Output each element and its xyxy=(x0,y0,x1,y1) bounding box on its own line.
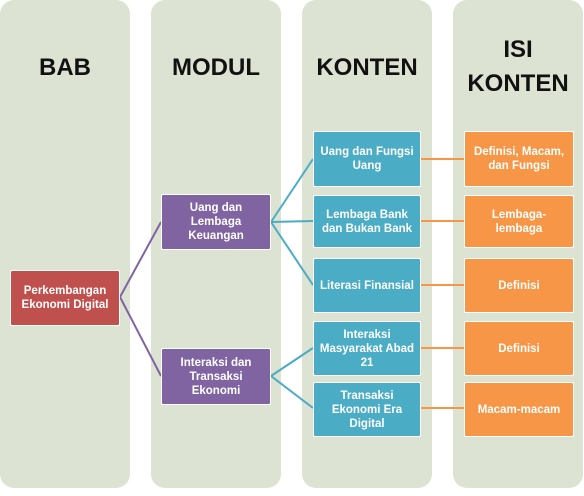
node-konten-transaksi-ekonomi: Transaksi Ekonomi Era Digital xyxy=(313,382,421,437)
connector-bab-modul-1 xyxy=(119,221,162,298)
node-isi-label: Lembaga-lembaga xyxy=(491,208,547,235)
column-bab: BAB xyxy=(0,0,130,488)
connector-modul2-konten-5 xyxy=(270,375,314,409)
connector-modul1-konten-2 xyxy=(270,220,314,223)
node-bab-label: Perkembangan Ekonomi Digital xyxy=(21,285,109,311)
node-isi-label: Definisi xyxy=(498,342,540,355)
column-title-isi: ISI xyxy=(503,36,533,63)
node-isi-macam-macam: Macam-macam xyxy=(464,382,574,437)
node-konten-lembaga-bank: Lembaga Bank dan Bukan Bank xyxy=(313,195,421,248)
connector-modul1-konten-1 xyxy=(270,158,314,223)
node-konten-label: Uang dan Fungsi Uang xyxy=(320,146,414,172)
node-isi-label: Macam-macam xyxy=(477,403,561,416)
node-isi-definisi-1: Definisi xyxy=(464,258,574,313)
column-title-isi-konten: KONTEN xyxy=(467,70,569,97)
node-modul-label: Interaksi dan Transaksi Ekonomi xyxy=(180,356,252,397)
node-modul-interaksi-transaksi: Interaksi dan Transaksi Ekonomi xyxy=(161,348,271,405)
node-konten-uang-fungsi: Uang dan Fungsi Uang xyxy=(313,131,421,187)
node-konten-label: Interaksi Masyarakat Abad 21 xyxy=(319,328,415,369)
node-isi-definisi-2: Definisi xyxy=(464,321,574,376)
node-isi-label: Definisi, Macam, dan Fungsi xyxy=(473,146,565,172)
column-title-modul: MODUL xyxy=(172,54,260,81)
node-konten-label: Literasi Finansial xyxy=(320,279,414,292)
node-isi-label: Definisi xyxy=(498,279,540,292)
node-konten-literasi-finansial: Literasi Finansial xyxy=(313,258,421,313)
node-konten-label: Transaksi Ekonomi Era Digital xyxy=(331,389,403,430)
node-bab: Perkembangan Ekonomi Digital xyxy=(10,270,120,326)
node-isi-definisi-macam-fungsi: Definisi, Macam, dan Fungsi xyxy=(464,131,574,187)
node-modul-label: Uang dan Lembaga Keuangan xyxy=(188,202,244,242)
node-konten-label: Lembaga Bank dan Bukan Bank xyxy=(321,208,413,235)
column-title-konten: KONTEN xyxy=(316,54,418,81)
connector-modul2-konten-4 xyxy=(270,347,314,377)
column-title-bab: BAB xyxy=(39,54,91,81)
node-isi-lembaga-lembaga: Lembaga-lembaga xyxy=(464,195,574,248)
connector-modul1-konten-3 xyxy=(270,221,314,286)
connector-bab-modul-2 xyxy=(119,296,162,377)
node-modul-uang-lembaga: Uang dan Lembaga Keuangan xyxy=(161,194,271,250)
node-konten-interaksi-masyarakat: Interaksi Masyarakat Abad 21 xyxy=(313,321,421,376)
